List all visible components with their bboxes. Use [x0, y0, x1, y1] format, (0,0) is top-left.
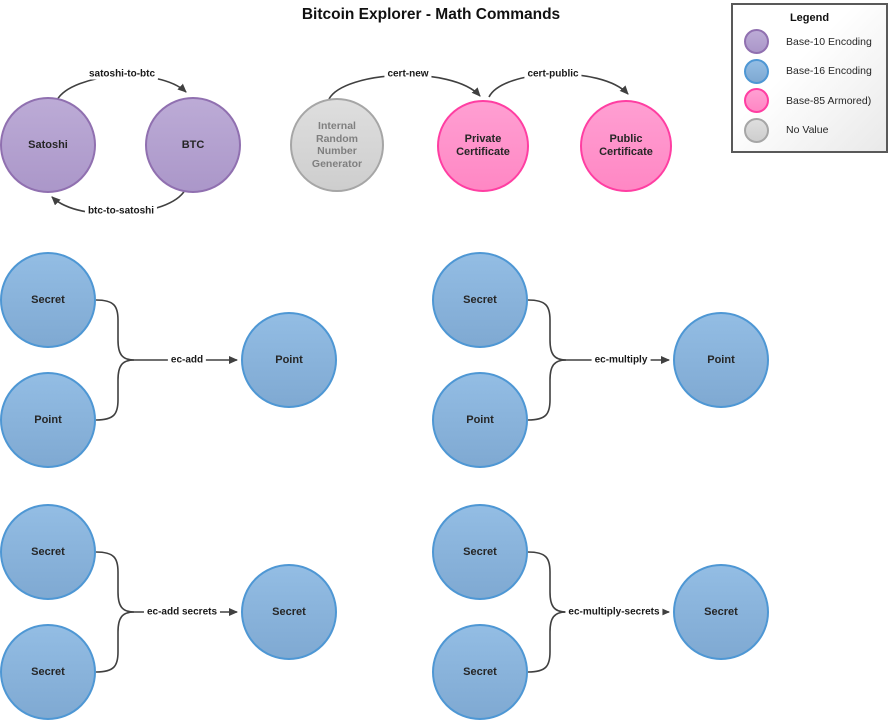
node-ec-multiply-secrets-output: Secret: [673, 564, 769, 660]
edge-label-cert-new: cert-new: [384, 68, 432, 80]
edge-label-ec-add: ec-add: [167, 354, 207, 366]
edge-label-ec-multiply: ec-multiply: [591, 354, 651, 366]
node-label: Point: [466, 413, 494, 426]
node-label: Secret: [31, 293, 65, 306]
node-label-line: Private: [464, 133, 502, 145]
legend-box: Legend Base-10 Encoding Base-16 Encoding…: [731, 3, 888, 153]
bracket-ec-multiply-bottom: [527, 359, 567, 421]
node-ec-multiply-secrets-input-2: Secret: [432, 624, 528, 720]
node-label-line: Public: [609, 133, 643, 145]
node-ec-add-secrets-input-2: Secret: [0, 624, 96, 720]
bracket-ec-add-top: [95, 299, 135, 361]
bracket-ec-add-secrets-top: [95, 551, 135, 613]
legend-swatch-purple-icon: [744, 29, 769, 55]
node-ec-add-output-point: Point: [241, 312, 337, 408]
node-label: Satoshi: [28, 138, 68, 151]
node-label-line: Random: [316, 132, 358, 145]
node-label: Secret: [463, 293, 497, 306]
legend-item-label: Base-16 Encoding: [786, 65, 872, 78]
edge-label-btc-to-satoshi: btc-to-satoshi: [84, 205, 158, 217]
node-label: Point: [707, 353, 735, 366]
legend-title: Legend: [789, 12, 830, 24]
node-label: Point: [34, 413, 62, 426]
node-ec-add-input-point: Point: [0, 372, 96, 468]
node-label: Secret: [31, 545, 65, 558]
node-satoshi: Satoshi: [0, 97, 96, 193]
node-public-certificate: Public Certificate: [580, 100, 672, 192]
node-ec-multiply-output-point: Point: [673, 312, 769, 408]
node-ec-multiply-secrets-input-1: Secret: [432, 504, 528, 600]
node-ec-multiply-input-secret: Secret: [432, 252, 528, 348]
node-label: Secret: [704, 605, 738, 618]
bracket-ec-add-secrets-bottom: [95, 611, 135, 673]
edge-label-cert-public: cert-public: [524, 68, 582, 80]
node-label-line: Internal: [318, 120, 356, 132]
legend-swatch-pink-icon: [744, 88, 769, 114]
legend-swatch-gray-icon: [744, 117, 769, 143]
node-label: BTC: [181, 138, 205, 151]
node-ec-multiply-input-point: Point: [432, 372, 528, 468]
node-label-line: Generator: [311, 157, 363, 170]
edge-label-ec-add-secrets: ec-add secrets: [143, 606, 221, 618]
legend-item-no-value: No Value: [733, 116, 886, 146]
bracket-ec-multiply-top: [527, 299, 567, 361]
node-label-line: Certificate: [599, 146, 653, 158]
node-private-certificate: Private Certificate: [437, 100, 529, 192]
edge-label-satoshi-to-btc: satoshi-to-btc: [85, 68, 159, 80]
legend-rows: Base-10 Encoding Base-16 Encoding Base-8…: [733, 27, 886, 145]
node-ec-add-secrets-input-1: Secret: [0, 504, 96, 600]
legend-item-base-16: Base-16 Encoding: [733, 57, 886, 87]
legend-item-base-10: Base-10 Encoding: [733, 27, 886, 57]
node-ec-add-secrets-output: Secret: [241, 564, 337, 660]
node-label: Secret: [463, 545, 497, 558]
legend-item-label: No Value: [786, 124, 829, 137]
node-label-line: Number: [317, 145, 357, 157]
edge-label-ec-multiply-secrets: ec-multiply-secrets: [565, 606, 663, 618]
node-label: Secret: [272, 605, 306, 618]
legend-item-label: Base-85 Armored): [786, 94, 872, 107]
node-label-line: Certificate: [456, 146, 510, 158]
node-label: Secret: [31, 665, 65, 678]
node-ec-add-input-secret: Secret: [0, 252, 96, 348]
bracket-ec-multiply-secrets-top: [527, 551, 567, 613]
node-label: Point: [275, 353, 303, 366]
node-internal-random-number-generator: Internal Random Number Generator: [290, 98, 384, 192]
legend-item-base-85: Base-85 Armored): [733, 86, 886, 116]
bracket-ec-add-bottom: [95, 359, 135, 421]
node-label: Secret: [463, 665, 497, 678]
node-btc: BTC: [145, 97, 241, 193]
page-title: Bitcoin Explorer - Math Commands: [301, 6, 561, 23]
legend-swatch-blue-icon: [744, 58, 769, 84]
bracket-ec-multiply-secrets-bottom: [527, 611, 567, 673]
legend-item-label: Base-10 Encoding: [786, 35, 872, 48]
